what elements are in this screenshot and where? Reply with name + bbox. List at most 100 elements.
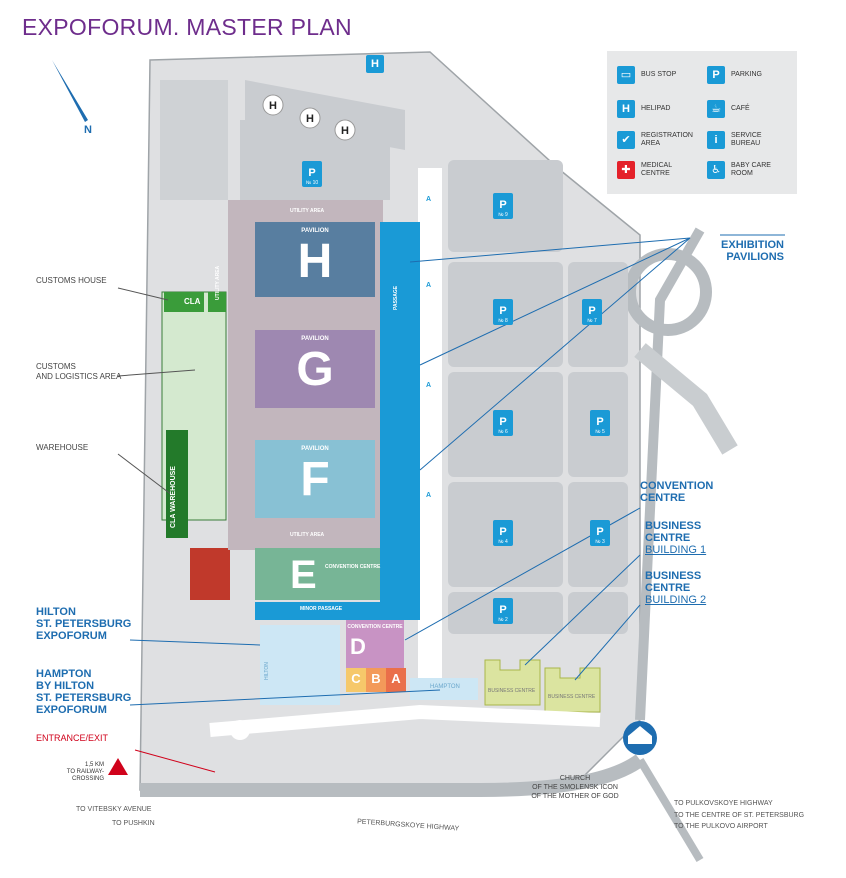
east-annex-road [634,343,738,455]
svg-text:№ 4: № 4 [498,539,508,545]
cla-customs-house [164,292,204,312]
road-arrow-label-1: A [426,196,432,203]
exhibition-callout: EXHIBITION PAVILIONS [721,239,784,263]
customs-label-line2: AND LOGISTICS AREA [36,372,122,381]
block-a[interactable] [386,668,406,692]
helipad-marker-2: H [299,107,321,129]
parking-icon: P [707,66,725,84]
cafe-icon: ☕ [707,100,725,118]
service-road [418,168,442,678]
svg-text:№ 3: № 3 [595,539,605,545]
pavilion-h[interactable] [255,222,375,297]
legend-item-service-bureau: i SERVICE BUREAU [707,131,783,149]
convention-d-letter: D [350,634,366,659]
svg-text:P: P [499,416,506,428]
passage-block [380,222,420,617]
block-b[interactable] [366,668,386,692]
legend-item-medical: ✚ MEDICAL CENTRE [617,161,693,179]
pavilion-g-letter: G [296,343,334,396]
business-centre-1-callout: BUSINESS CENTRE BUILDING 1 [645,520,707,556]
convention-e[interactable] [255,548,380,600]
svg-text:P: P [596,416,603,428]
customs-label-line1: CUSTOMS [36,362,76,371]
internal-road-south [209,704,601,737]
helipad-icon: H [617,100,635,118]
helipad-marker-3: H [334,119,356,141]
road-arrow-label-3: A [426,382,432,389]
block-c-letter: C [351,671,361,686]
peterburgskoye-highway-road [140,754,645,797]
page-title: EXPOFORUM. MASTER PLAN [22,14,352,40]
church-label: CHURCH OF THE SMOLENSK ICON OF THE MOTHE… [531,775,619,800]
svg-text:H: H [306,113,314,125]
utility-area-top-label: UTILITY AREA [290,208,325,214]
svg-text:№ 2: № 2 [498,617,508,623]
legend: ▭ BUS STOP P PARKING H HELIPAD ☕ CAFÉ ✔ … [607,51,797,194]
helipad-markers: H H H [262,94,356,141]
svg-text:P: P [499,604,506,616]
road-pushkin-label: TO PUSHKIN [112,820,155,827]
passage-label: PASSAGE [393,285,399,310]
utility-area-side-label: UTILITY AREA [215,265,221,300]
legend-item-registration: ✔ REGISTRATION AREA [617,131,693,149]
road-vitebsky-label: TO VITEBSKY AVENUE [76,806,152,813]
svg-text:H: H [269,100,277,112]
legend-item-baby-care: ♿ BABY CARE ROOM [707,161,783,179]
hampton-label: HAMPTON [430,684,460,690]
block-c[interactable] [346,668,366,692]
pavilion-f[interactable] [255,440,375,518]
svg-text:P: P [499,305,506,317]
hilton-callout: HILTON ST. PETERSBURG EXPOFORUM [36,606,132,642]
east-road [635,227,705,721]
svg-text:P: P [499,526,506,538]
legend-item-helipad: H HELIPAD [617,100,693,118]
pavilion-f-letter: F [300,453,330,506]
parking-lot-10 [240,120,390,200]
business-centre-2-label: BUSINESS CENTRE [548,694,596,700]
svg-text:H: H [341,125,349,137]
medical-cross-icon: ✚ [617,161,635,179]
convention-callout: CONVENTION CENTRE [640,480,714,504]
road-centre-label: TO THE CENTRE OF ST. PETERSBURG [674,812,805,819]
svg-text:№ 10: № 10 [306,180,319,186]
convention-e-letter: E [290,553,317,597]
minor-passage-label: MINOR PASSAGE [300,606,343,612]
convention-d[interactable] [346,620,404,668]
parking-marker-8: P№ 3 [590,520,610,546]
legend-item-cafe: ☕ CAFÉ [707,100,783,118]
parking-marker-4: P№ 7 [582,299,602,325]
svg-text:№ 9: № 9 [498,212,508,218]
parking-lot-extra [568,592,628,634]
entrance-exit-label: ENTRANCE/EXIT [36,733,109,743]
west-block [160,80,228,200]
road-airport-label: TO THE PULKOVO AIRPORT [674,823,768,830]
svg-text:№ 8: № 8 [498,318,508,324]
svg-text:P: P [499,199,506,211]
road-pulkovskoye-label: TO PULKOVSKOYE HIGHWAY [674,800,773,807]
cla-warehouse-label: CLA WAREHOUSE [170,466,177,528]
parking-marker-6: P№ 5 [590,410,610,436]
minor-passage-block [255,602,420,620]
convention-e-caption: CONVENTION CENTRE [325,564,381,570]
helipad-legend-marker-icon: H [366,55,384,73]
parking-marker-7: P№ 4 [493,520,513,546]
business-centre-1 [484,659,541,706]
convention-d-caption: CONVENTION CENTRE [347,624,403,630]
svg-text:P: P [588,305,595,317]
customs-house-label: CUSTOMS HOUSE [36,276,107,285]
pavilion-h-letter: H [297,235,333,288]
compass-label: N [84,124,92,136]
pulkovskoye-road [636,757,704,863]
parking-marker-3: P№ 8 [493,299,513,325]
hilton-hotel [260,625,340,705]
mini-roundabout [230,720,250,740]
legend-item-parking: P PARKING [707,66,783,84]
pavilion-g[interactable] [255,330,375,408]
helipad-marker-1: H [262,94,284,116]
hilton-label: HILTON [264,662,270,680]
baby-care-icon: ♿ [707,161,725,179]
road-arrow-label-2: A [426,282,432,289]
business-centre-2-callout: BUSINESS CENTRE BUILDING 2 [645,570,707,606]
